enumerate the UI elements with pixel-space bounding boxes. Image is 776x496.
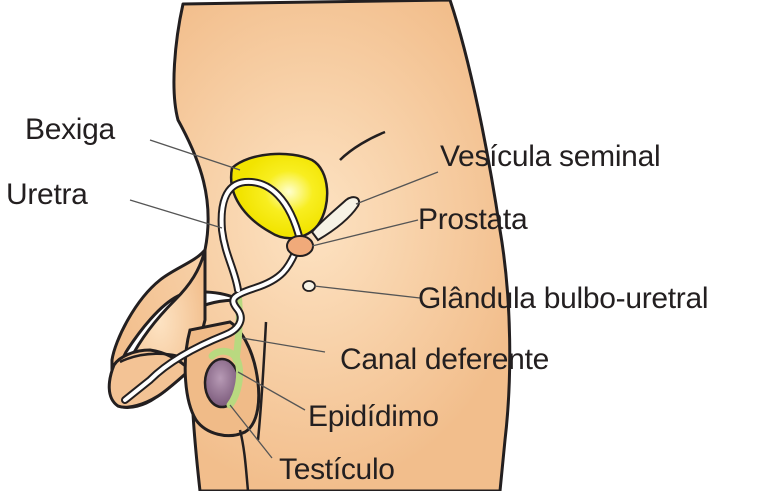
label-vesicula-seminal: Vesícula seminal — [440, 142, 660, 172]
prostate — [287, 236, 313, 256]
label-epididimo: Epidídimo — [308, 402, 439, 432]
label-canal-deferente: Canal deferente — [340, 345, 549, 375]
label-bexiga: Bexiga — [25, 115, 115, 145]
label-testiculo: Testículo — [279, 455, 395, 485]
label-glandula-bulbo-uretral: Glândula bulbo-uretral — [418, 284, 708, 314]
label-prostata: Prostata — [418, 205, 527, 235]
bulbourethral-gland — [303, 281, 315, 291]
label-uretra: Uretra — [6, 180, 88, 210]
